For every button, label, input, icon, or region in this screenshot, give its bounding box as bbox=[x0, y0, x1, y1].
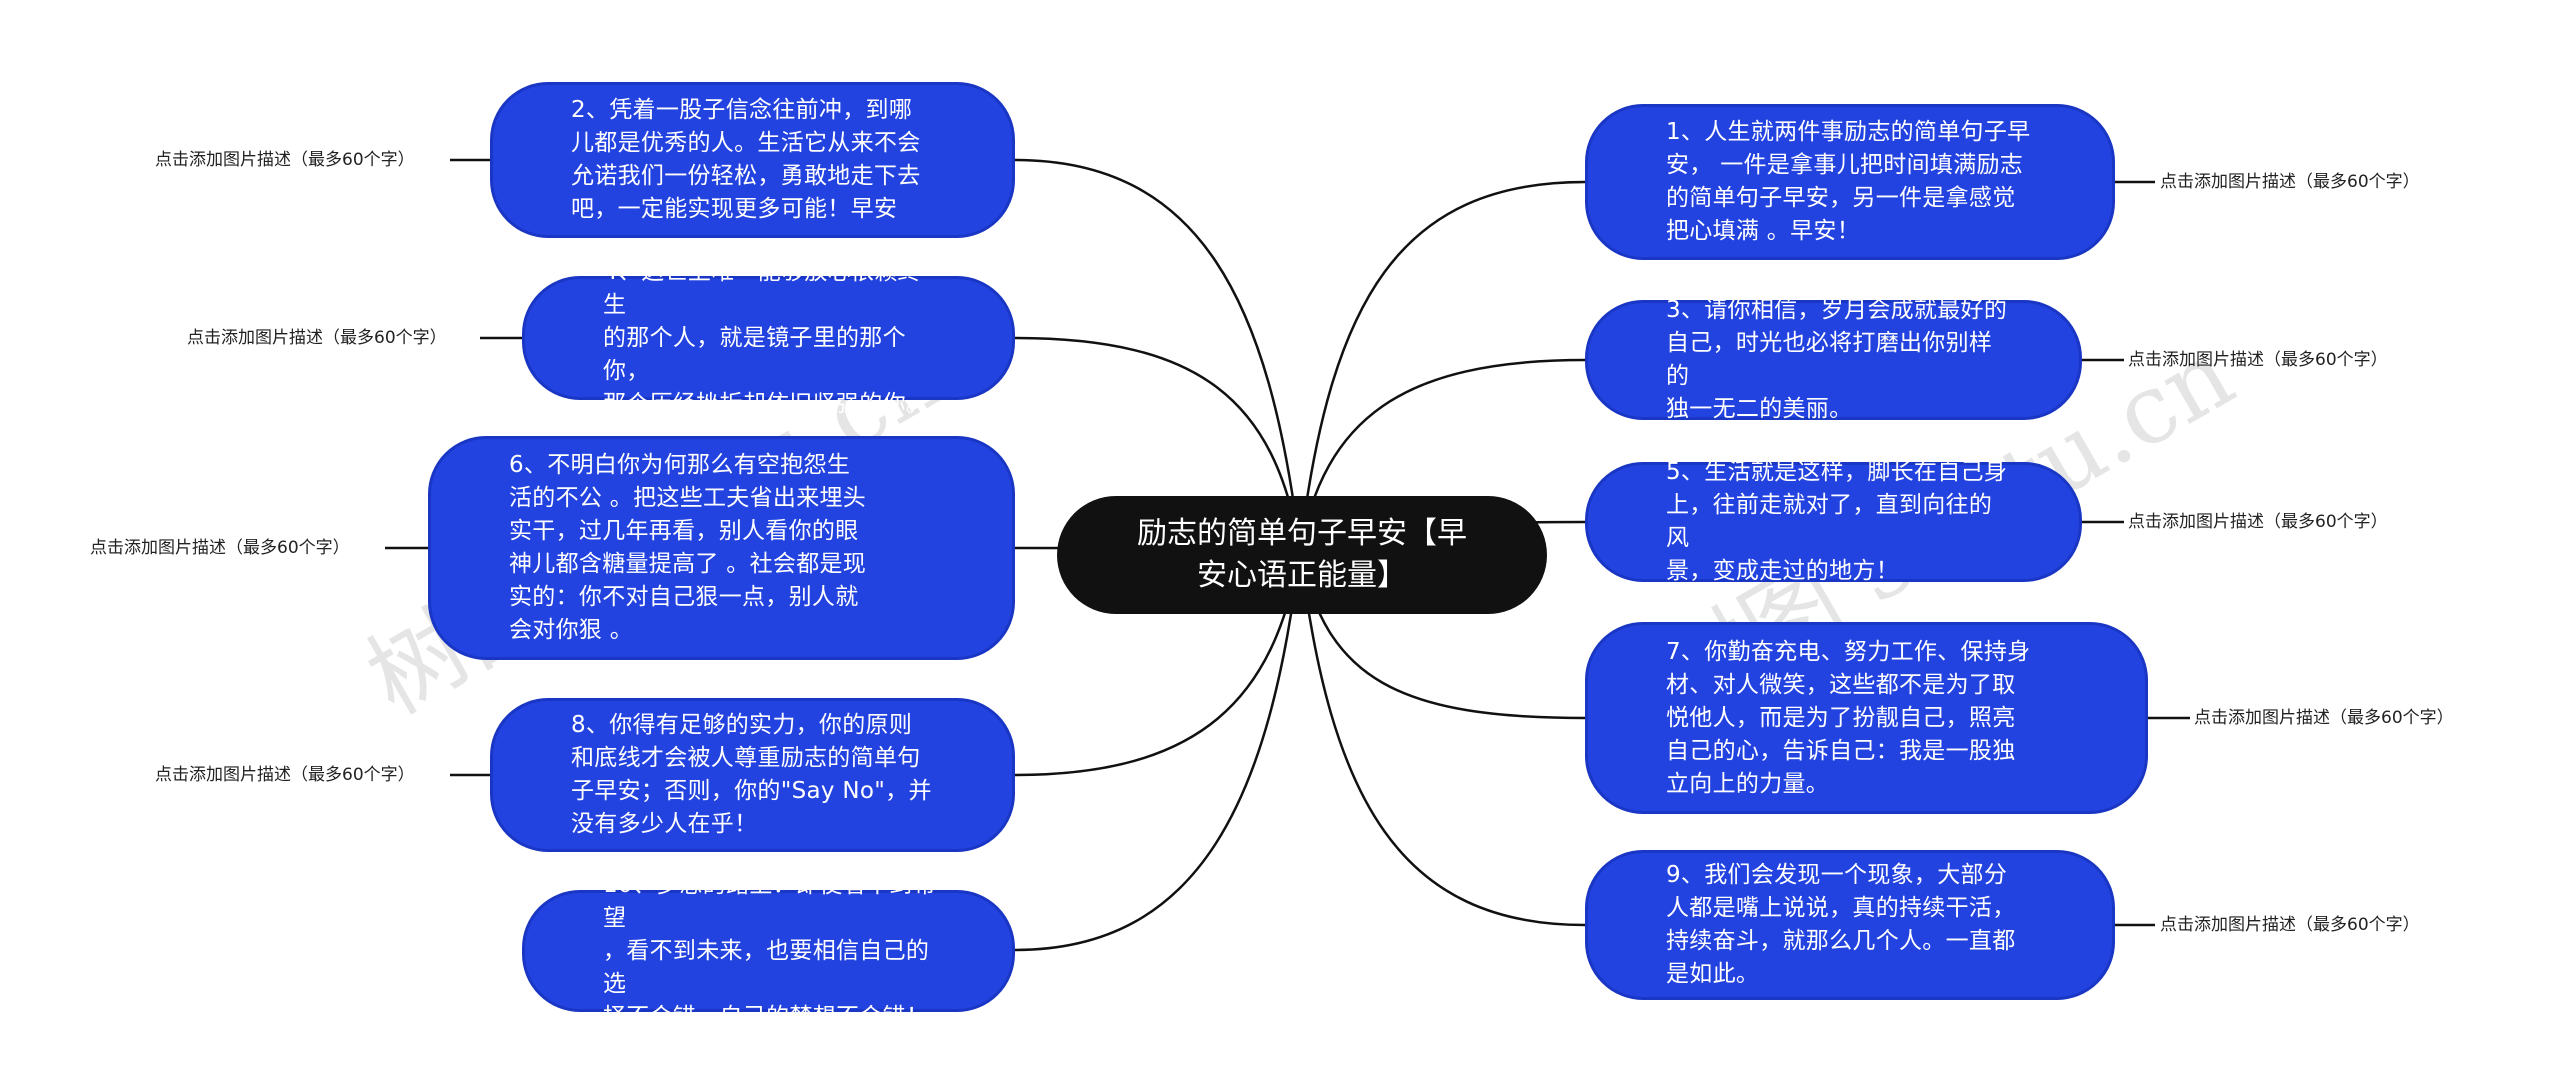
link-node-9 bbox=[1298, 549, 1586, 927]
image-description-note[interactable]: 点击添加图片描述（最多60个字） bbox=[2128, 512, 2388, 532]
image-description-note[interactable]: 点击添加图片描述（最多60个字） bbox=[90, 538, 350, 558]
topic-node-1[interactable]: 1、人生就两件事励志的简单句子早 安， 一件是拿事儿把时间填满励志 的简单句子早… bbox=[1585, 104, 2115, 260]
topic-node-10[interactable]: 10、梦想的路上：即使看不到希望 ，看不到未来，也要相信自己的选 择不会错，自己… bbox=[522, 872, 1015, 1030]
topic-node-3[interactable]: 3、请你相信，岁月会成就最好的 自己，时光也必将打磨出你别样的 独一无二的美丽。 bbox=[1585, 297, 2082, 422]
image-description-note[interactable]: 点击添加图片描述（最多60个字） bbox=[2194, 708, 2454, 728]
central-topic[interactable]: 励志的简单句子早安【早 安心语正能量】 bbox=[1057, 496, 1547, 614]
link-node-4 bbox=[1014, 336, 1302, 551]
link-node-2 bbox=[1014, 158, 1302, 551]
topic-node-8[interactable]: 8、你得有足够的实力，你的原则 和底线才会被人尊重励志的简单句 子早安；否则，你… bbox=[490, 698, 1015, 852]
topic-node-4[interactable]: 4、这世上唯一能够放心依赖终生 的那个人，就是镜子里的那个你， 那个历经挫折却依… bbox=[522, 259, 1015, 417]
topic-node-7[interactable]: 7、你勤奋充电、努力工作、保持身 材、对人微笑，这些都不是为了取 悦他人，而是为… bbox=[1585, 622, 2148, 814]
topic-node-6[interactable]: 6、不明白你为何那么有空抱怨生 活的不公 。把这些工夫省出来埋头 实干，过几年再… bbox=[428, 436, 1015, 660]
image-description-note[interactable]: 点击添加图片描述（最多60个字） bbox=[2160, 172, 2420, 192]
image-description-note[interactable]: 点击添加图片描述（最多60个字） bbox=[187, 328, 447, 348]
image-description-note[interactable]: 点击添加图片描述（最多60个字） bbox=[2128, 350, 2388, 370]
link-node-10 bbox=[1014, 549, 1302, 952]
topic-node-9[interactable]: 9、我们会发现一个现象，大部分 人都是嘴上说说，真的持续干活， 持续奋斗，就那么… bbox=[1585, 850, 2115, 1000]
image-description-note[interactable]: 点击添加图片描述（最多60个字） bbox=[155, 150, 415, 170]
link-node-1 bbox=[1298, 180, 1586, 551]
topic-node-5[interactable]: 5、生活就是这样，脚长在自己身 上，往前走就对了，直到向往的风 景，变成走过的地… bbox=[1585, 459, 2082, 584]
image-description-note[interactable]: 点击添加图片描述（最多60个字） bbox=[2160, 915, 2420, 935]
image-description-note[interactable]: 点击添加图片描述（最多60个字） bbox=[155, 765, 415, 785]
topic-node-2[interactable]: 2、凭着一股子信念往前冲，到哪 儿都是优秀的人。生活它从来不会 允诺我们一份轻松… bbox=[490, 82, 1015, 238]
